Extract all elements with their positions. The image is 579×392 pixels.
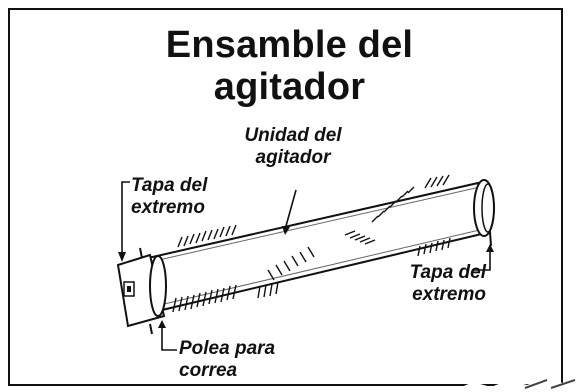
leader-lines (118, 181, 494, 351)
belt-pulley-label: Polea para correa (179, 338, 275, 382)
left-end-cap (116, 247, 167, 335)
belt-pulley-label-line-2: correa (179, 360, 238, 381)
diagram-frame (8, 8, 563, 386)
agitator-unit-label-line-2: agitador (255, 147, 331, 168)
diagram-title-line-1: Ensamble del (165, 24, 414, 66)
bristle-strips (172, 174, 451, 313)
right-end-cap (473, 179, 495, 247)
right-end-cap-label-line-1: Tapa del (409, 262, 486, 283)
agitator-unit-label-line-1: Unidad del (244, 125, 342, 146)
right-end-cap-label-line-2: extremo (412, 284, 486, 305)
agitator-unit-label: Unidad del agitador (223, 125, 363, 169)
right-end-cap-label: Tapa del extremo (374, 262, 486, 306)
torn-edge-decoration (429, 376, 579, 392)
left-end-cap-label-line-2: extremo (131, 197, 205, 218)
diagram-title-line-2: agitador (213, 66, 366, 108)
left-end-cap-label-line-1: Tapa del (131, 175, 208, 196)
left-end-cap-label: Tapa del extremo (131, 175, 207, 219)
belt-pulley-label-line-1: Polea para (179, 338, 276, 359)
